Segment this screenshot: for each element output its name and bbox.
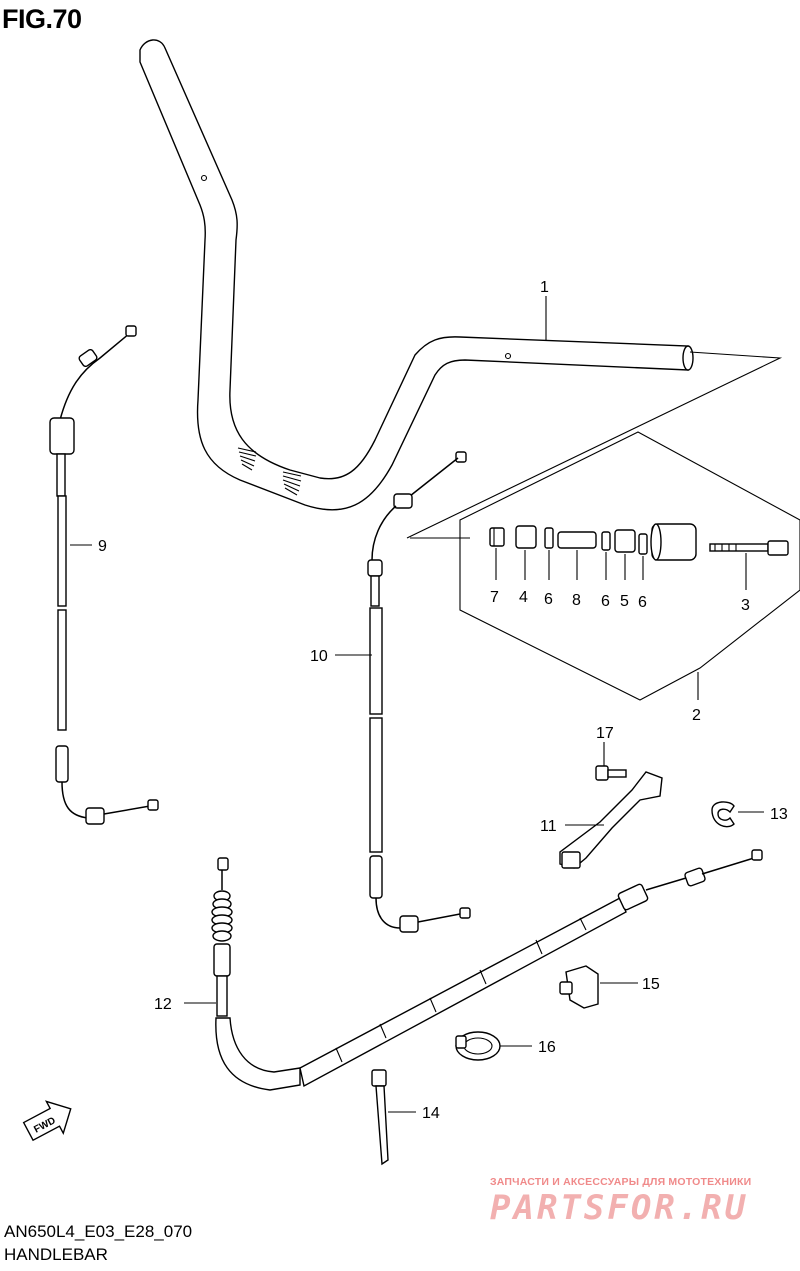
callout-13: 13: [770, 806, 788, 823]
nut-7: [489, 527, 505, 547]
callout-3: 3: [741, 597, 750, 614]
model-code: AN650L4_E03_E28_070: [4, 1222, 193, 1241]
callout-10: 10: [310, 648, 328, 665]
clip-13: [711, 801, 735, 828]
callout-16: 16: [538, 1039, 556, 1056]
bracket-11: [559, 771, 663, 869]
cable-10: [367, 451, 471, 933]
sleeve-8: [557, 531, 597, 549]
clamp-16: [455, 1031, 501, 1061]
handlebar-tube: [139, 39, 694, 511]
spacer-4: [515, 525, 537, 549]
callout-14: 14: [422, 1105, 440, 1122]
bar-end-weight-group: [410, 431, 800, 701]
callout-9: 9: [98, 538, 107, 555]
bolt-3: [709, 540, 789, 556]
callout-5: 5: [620, 593, 629, 610]
callout-8: 8: [572, 592, 581, 609]
callout-1: 1: [540, 279, 549, 296]
callout-4: 4: [519, 589, 528, 606]
bolt-17: [595, 765, 627, 781]
callout-2: 2: [692, 707, 701, 724]
washer-6c: [638, 533, 648, 555]
cable-9: [49, 325, 159, 825]
washer-6b: [601, 531, 611, 551]
watermark-logo: PARTSFOR.RU: [490, 1188, 749, 1228]
callout-6c: 6: [638, 594, 647, 611]
callout-12: 12: [154, 996, 172, 1013]
bar-end-weight: [650, 523, 697, 561]
fwd-arrow-icon: FWD: [22, 1100, 72, 1142]
callout-6b: 6: [601, 593, 610, 610]
figure-title: FIG.70: [2, 4, 82, 34]
callout-11: 11: [540, 818, 557, 835]
washer-6a: [544, 527, 554, 549]
callout-17: 17: [596, 725, 614, 742]
cable-12: [211, 849, 763, 1091]
watermark-tagline: ЗАПЧАСТИ И АКСЕССУАРЫ ДЛЯ МОТОТЕХНИКИ: [490, 1176, 752, 1188]
callout-6a: 6: [544, 591, 553, 608]
diagram-title: HANDLEBAR: [4, 1245, 108, 1264]
callout-15: 15: [642, 976, 660, 993]
clamp-15: [559, 965, 599, 1009]
cable-tie-14: [371, 1069, 389, 1166]
callout-7: 7: [490, 589, 499, 606]
spacer-5: [614, 529, 636, 553]
